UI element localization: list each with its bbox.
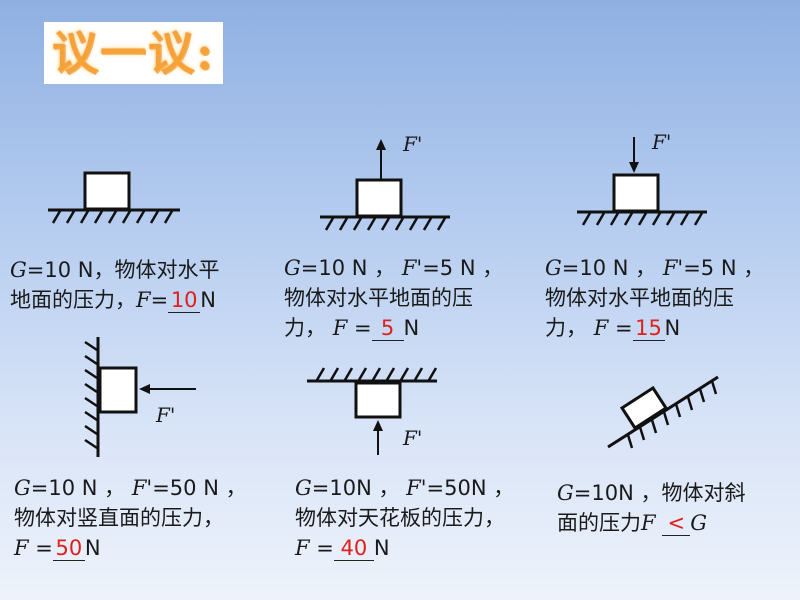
force-label-4: F' xyxy=(156,403,176,427)
force-label-2: F' xyxy=(403,132,423,156)
figure-block-on-floor xyxy=(48,171,180,224)
panel-6-text: G=10N ，物体对斜 面的压力F <G xyxy=(557,481,746,536)
figure-block-against-ceiling xyxy=(307,367,438,455)
answer-5: 40 xyxy=(333,536,374,561)
answer-2: 5 xyxy=(371,316,404,341)
force-label-3: F' xyxy=(652,130,672,154)
answer-4: 50 xyxy=(52,536,85,561)
answer-3: 15 xyxy=(632,316,665,341)
answer-1: 10 xyxy=(168,288,201,313)
figure-block-against-wall xyxy=(84,337,196,457)
figure-block-on-incline xyxy=(607,375,719,449)
figure-block-pushed-down xyxy=(577,137,707,226)
figure-block-pulled-up xyxy=(320,139,450,231)
force-label-5: F' xyxy=(403,426,423,450)
slide-title: 议一议: xyxy=(44,22,223,84)
answer-6: < xyxy=(662,511,691,536)
